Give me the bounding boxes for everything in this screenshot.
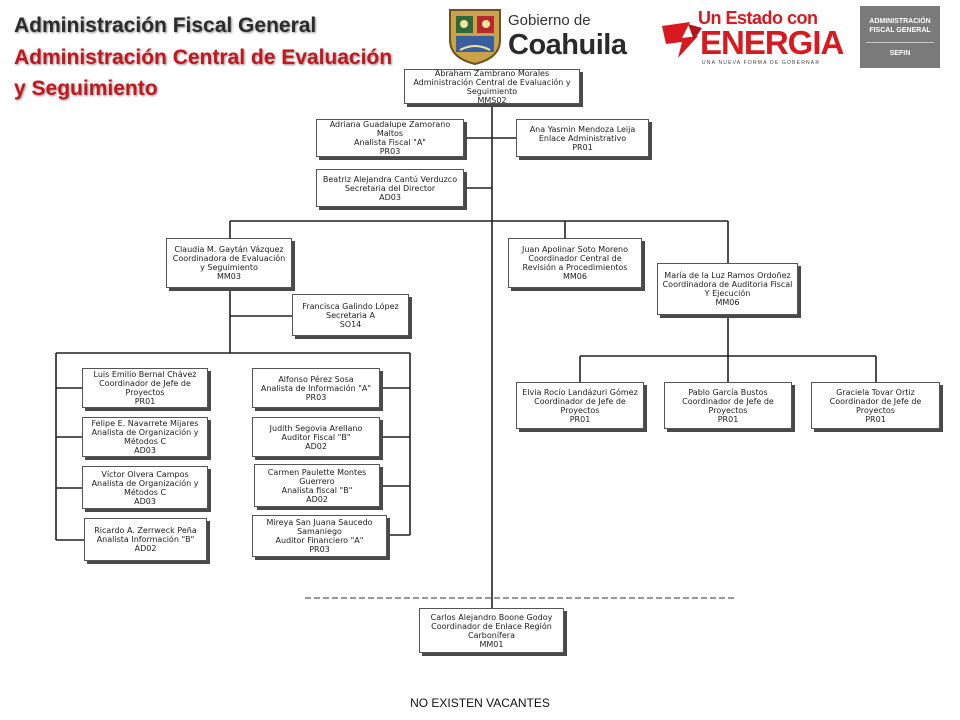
node-role: Administración Central de Evaluación y S… [413,77,571,96]
node-role: Analista de Organización y Métodos C [91,478,199,497]
node-name: Alfonso Pérez Sosa [278,374,354,384]
org-node-elvia-landazuri: Elvia Rocío Landázuri Gómez Coordinador … [516,382,644,429]
node-name: Judith Segovia Arellano [269,423,363,433]
node-name: Ricardo A. Zerrweck Peña [94,526,197,535]
node-role: Secretaria A [326,310,375,320]
node-code: AD03 [134,446,156,455]
node-name: María de la Luz Ramos Ordoñez [664,271,791,280]
node-role: Enlace Administrativo [538,133,627,143]
node-role: Coordinador Central de Revisión a Proced… [522,254,628,272]
node-role: Coordinador de Jefe de Proyectos [534,396,626,415]
gobierno-coahuila-logo-line-1: Gobierno de [508,12,591,29]
node-name: Claudia M. Gaytán Vázquez [174,245,284,254]
org-node-coord-auditoria: María de la Luz Ramos Ordoñez Coordinado… [657,263,798,315]
node-role: Analista fiscal "B" [281,485,353,495]
node-name: Beatriz Alejandra Cantú Verduzco [322,174,458,184]
afg-logo-line-2: FISCAL GENERAL [869,27,931,34]
org-node-carlos-boone: Carlos Alejandro Boone Godoy Coordinador… [419,608,564,653]
org-node-felipe-navarrete: Felipe E. Navarrete Mijares Analista de … [82,417,208,457]
gobierno-coahuila-logo: Gobierno de Coahuila [508,12,638,62]
org-node-graciela-tovar: Graciela Tovar Ortiz Coordinador de Jefe… [811,382,940,429]
afg-sefin-logo: ADMINISTRACIÓN FISCAL GENERAL SEFIN [860,6,940,68]
org-node-victor-olvera: Víctor Olvera Campos Analista de Organiz… [82,466,208,509]
node-name: Elvia Rocío Landázuri Gómez [522,387,638,397]
node-role: Auditor Financiero "A" [275,536,364,545]
node-name: Graciela Tovar Ortiz [836,387,915,397]
page-subtitle-line-2: y Seguimiento [14,77,158,100]
estado-logo-line-3: UNA NUEVA FORMA DE GOBERNAR [702,60,821,66]
node-name: Mireya San Juana Saucedo Samaniego [266,518,373,536]
node-name: Adriana Guadalupe Zamorano Maltos [329,120,451,138]
node-code: AD03 [134,496,156,506]
node-name: Felipe E. Navarrete Mijares [91,419,199,428]
node-code: MMS02 [477,95,507,104]
page-title: Administración Fiscal General [14,14,317,37]
org-node-mireya-saucedo: Mireya San Juana Saucedo Samaniego Audit… [252,515,387,557]
org-node-secretaria-a: Francisca Galindo López Secretaria A SO1… [292,294,409,336]
node-name: Carlos Alejandro Boone Godoy [430,612,553,622]
node-role: Analista de Organización y Métodos C [91,428,199,446]
node-code: PR01 [865,414,886,424]
node-role: Coordinadora de Evaluación y Seguimiento [172,254,286,272]
node-name: Juan Apolinar Soto Moreno [522,245,628,254]
org-node-coord-revision: Juan Apolinar Soto Moreno Coordinador Ce… [508,238,642,288]
gobierno-coahuila-logo-line-2: Coahuila [508,29,627,61]
node-code: PR01 [569,414,591,424]
energia-flag-icon [662,22,702,58]
node-name: Francisca Galindo López [302,301,399,311]
node-role: Secretaria del Director [344,183,436,193]
org-node-enlace-administrativo: Ana Yasmin Mendoza Leija Enlace Administ… [516,119,649,157]
afg-logo-line-3: SEFIN [889,50,911,57]
node-code: PR01 [572,142,593,152]
node-code: AD03 [379,192,401,202]
node-role: Coordinador de Jefe de Proyectos [99,379,191,397]
org-node-ricardo-zerrweck: Ricardo A. Zerrweck Peña Analista Inform… [84,518,207,561]
node-role: Analista Información "B" [96,535,195,544]
node-code: PR03 [305,392,327,402]
node-code: AD02 [305,441,327,451]
node-code: PR01 [134,397,156,406]
node-code: MM06 [715,298,740,307]
node-code: AD02 [134,544,157,553]
node-code: MM06 [563,272,587,281]
org-node-coord-evaluacion: Claudia M. Gaytán Vázquez Coordinadora d… [166,238,292,288]
node-role: Coordinador de Enlace Región Carbonífera [431,621,552,640]
node-role: Coordinador de Jefe de Proyectos [682,396,774,415]
node-code: AD02 [306,494,328,504]
vacancies-note: NO EXISTEN VACANTES [410,696,550,710]
node-code: MM03 [217,272,241,281]
coahuila-coat-of-arms-logo [444,6,506,66]
node-code: MM01 [479,639,504,649]
node-role: Auditor Fiscal "B" [281,432,351,442]
org-node-pablo-garcia: Pablo García Bustos Coordinador de Jefe … [664,382,792,429]
page-subtitle-line-1: Administración Central de Evaluación [14,46,393,69]
org-node-carmen-montes: Carmen Paulette Montes Guerrero Analista… [254,464,380,507]
node-name: Abraham Zambrano Morales [434,69,550,78]
node-role: Analista Fiscal "A" [354,138,426,147]
org-node-judith-segovia: Judith Segovia Arellano Auditor Fiscal "… [252,417,380,457]
node-name: Ana Yasmin Mendoza Leija [529,124,636,134]
node-code: PR03 [309,545,330,554]
node-name: Víctor Olvera Campos [101,469,189,479]
afg-logo-line-1: ADMINISTRACIÓN [869,18,931,25]
node-role: Coordinadora de Auditoria Fiscal Y Ejecu… [662,280,793,298]
node-code: SO14 [339,319,362,329]
estado-logo-line-2: ENERGIA [700,24,844,61]
node-name: Luis Emilio Bernal Chávez [93,370,197,379]
org-node-luis-bernal: Luis Emilio Bernal Chávez Coordinador de… [82,368,208,408]
node-code: PR01 [717,414,739,424]
org-node-secretaria-director: Beatriz Alejandra Cantú Verduzco Secreta… [316,169,464,207]
node-code: PR03 [379,147,401,156]
node-role: Analista de Información "A" [260,383,372,393]
node-name: Pablo García Bustos [688,387,768,397]
node-role: Coordinador de Jefe de Proyectos [829,396,922,415]
estado-logo-line-1: Un Estado con [698,8,818,28]
estado-con-energia-logo: Un Estado con ENERGIA UNA NUEVA FORMA DE… [656,6,846,68]
org-node-director: Abraham Zambrano Morales Administración … [404,69,580,104]
org-node-alfonso-perez: Alfonso Pérez Sosa Analista de Informaci… [252,368,380,408]
node-name: Carmen Paulette Montes Guerrero [267,467,367,486]
org-node-analista-fiscal-a: Adriana Guadalupe Zamorano Maltos Analis… [316,119,464,157]
